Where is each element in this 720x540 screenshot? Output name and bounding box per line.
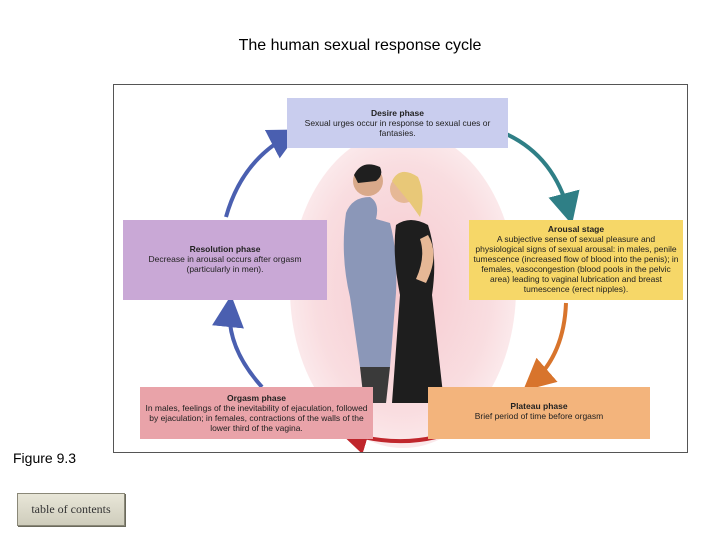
arrow-resolution-to-desire <box>224 129 301 218</box>
resolution-phase-box: Resolution phase Decrease in arousal occ… <box>123 220 327 300</box>
orgasm-phase-name: Orgasm phase <box>226 393 287 403</box>
table-of-contents-button[interactable]: table of contents <box>17 493 125 526</box>
plateau-phase-desc: Brief period of time before orgasm <box>474 411 604 421</box>
plateau-phase-name: Plateau phase <box>510 401 568 411</box>
desire-phase-desc: Sexual urges occur in response to sexual… <box>304 118 491 138</box>
page-title: The human sexual response cycle <box>238 37 482 54</box>
plateau-phase-box: Plateau phase Brief period of time befor… <box>428 387 650 439</box>
figure-label: Figure 9.3 <box>13 450 77 466</box>
desire-phase-name: Desire phase <box>371 108 424 118</box>
resolution-phase-name: Resolution phase <box>189 244 261 254</box>
diagram-figure: Desire phase Sexual urges occur in respo… <box>113 84 688 453</box>
arousal-stage-name: Arousal stage <box>547 224 605 234</box>
arousal-stage-box: Arousal stage A subjective sense of sexu… <box>469 220 683 300</box>
cycle-arrows <box>212 129 580 452</box>
couple-illustration <box>343 164 444 403</box>
arrow-arousal-to-plateau <box>522 302 568 391</box>
resolution-phase-desc: Decrease in arousal occurs after orgasm … <box>148 254 302 274</box>
arousal-stage-desc: A subjective sense of sexual pleasure an… <box>473 234 679 294</box>
arrow-orgasm-to-resolution <box>212 295 264 389</box>
orgasm-phase-box: Orgasm phase In males, feelings of the i… <box>140 387 373 439</box>
arrow-desire-to-arousal <box>503 131 580 225</box>
desire-phase-box: Desire phase Sexual urges occur in respo… <box>287 98 508 148</box>
orgasm-phase-desc: In males, feelings of the inevitability … <box>145 403 368 433</box>
